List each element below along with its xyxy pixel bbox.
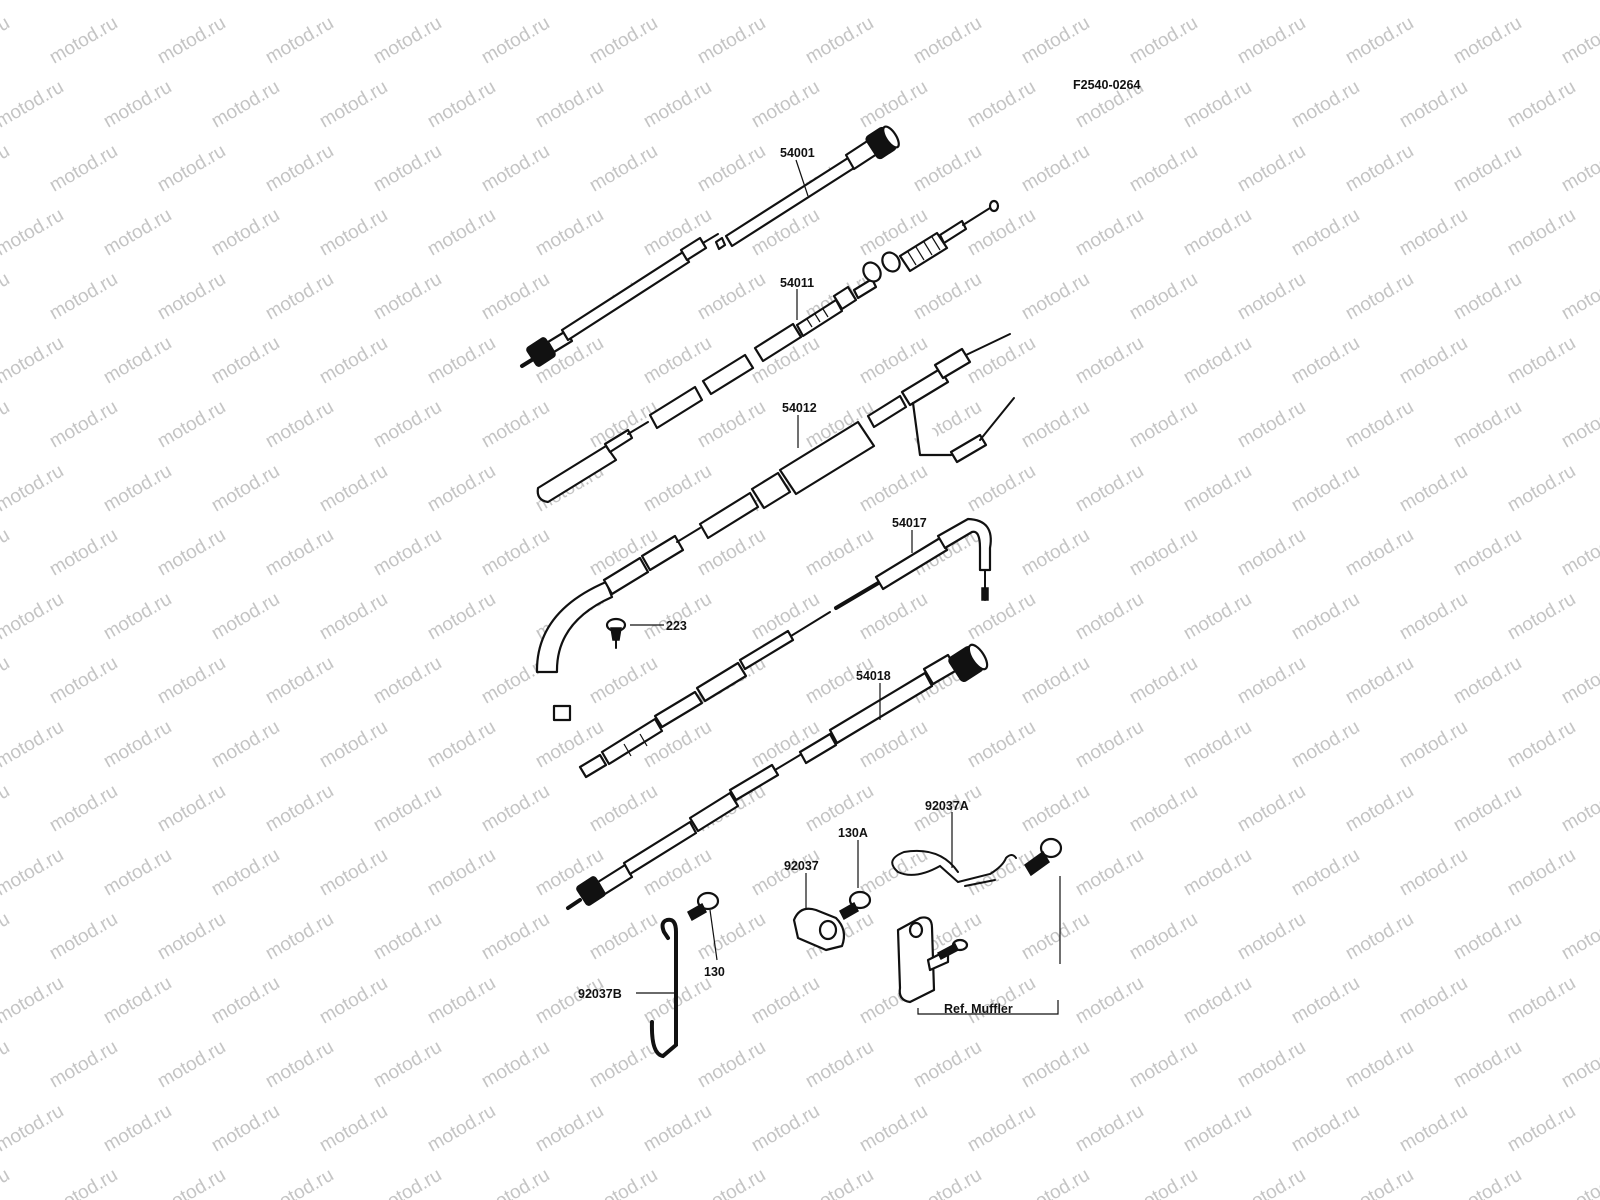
callout-92037a: 92037A [925,799,969,813]
callout-54017: 54017 [892,516,927,530]
part-54017-cable[interactable] [578,517,992,779]
callout-54011: 54011 [780,276,814,290]
figure-code: F2540-0264 [1073,78,1140,92]
bolt-130a[interactable] [839,890,872,921]
clip-92037b[interactable] [649,917,678,1059]
callout-54012: 54012 [782,401,817,415]
callout-54018: 54018 [856,669,891,683]
part-54012-cable[interactable] [535,333,1015,722]
ref-muffler-bracket-line [917,1000,1059,1015]
clip-92037a[interactable] [891,849,1017,887]
callout-92037: 92037 [784,859,819,873]
flange-bolt[interactable] [1024,837,1063,877]
callout-54001: 54001 [780,146,815,160]
callout-92037b: 92037B [578,987,622,1001]
bolt-130[interactable] [687,891,720,922]
callout-130a: 130A [838,826,868,840]
muffler-bracket[interactable] [896,916,969,1004]
part-54011-cable[interactable] [536,199,1000,504]
bolt-223[interactable] [605,617,627,649]
part-54018-cable[interactable] [566,642,991,910]
clamp-92037[interactable] [792,907,846,952]
callout-223: 223 [666,619,687,633]
part-54001-cable[interactable] [520,124,902,368]
callout-130: 130 [704,965,725,979]
ref-muffler-label: Ref. Muffler [944,1002,1013,1016]
